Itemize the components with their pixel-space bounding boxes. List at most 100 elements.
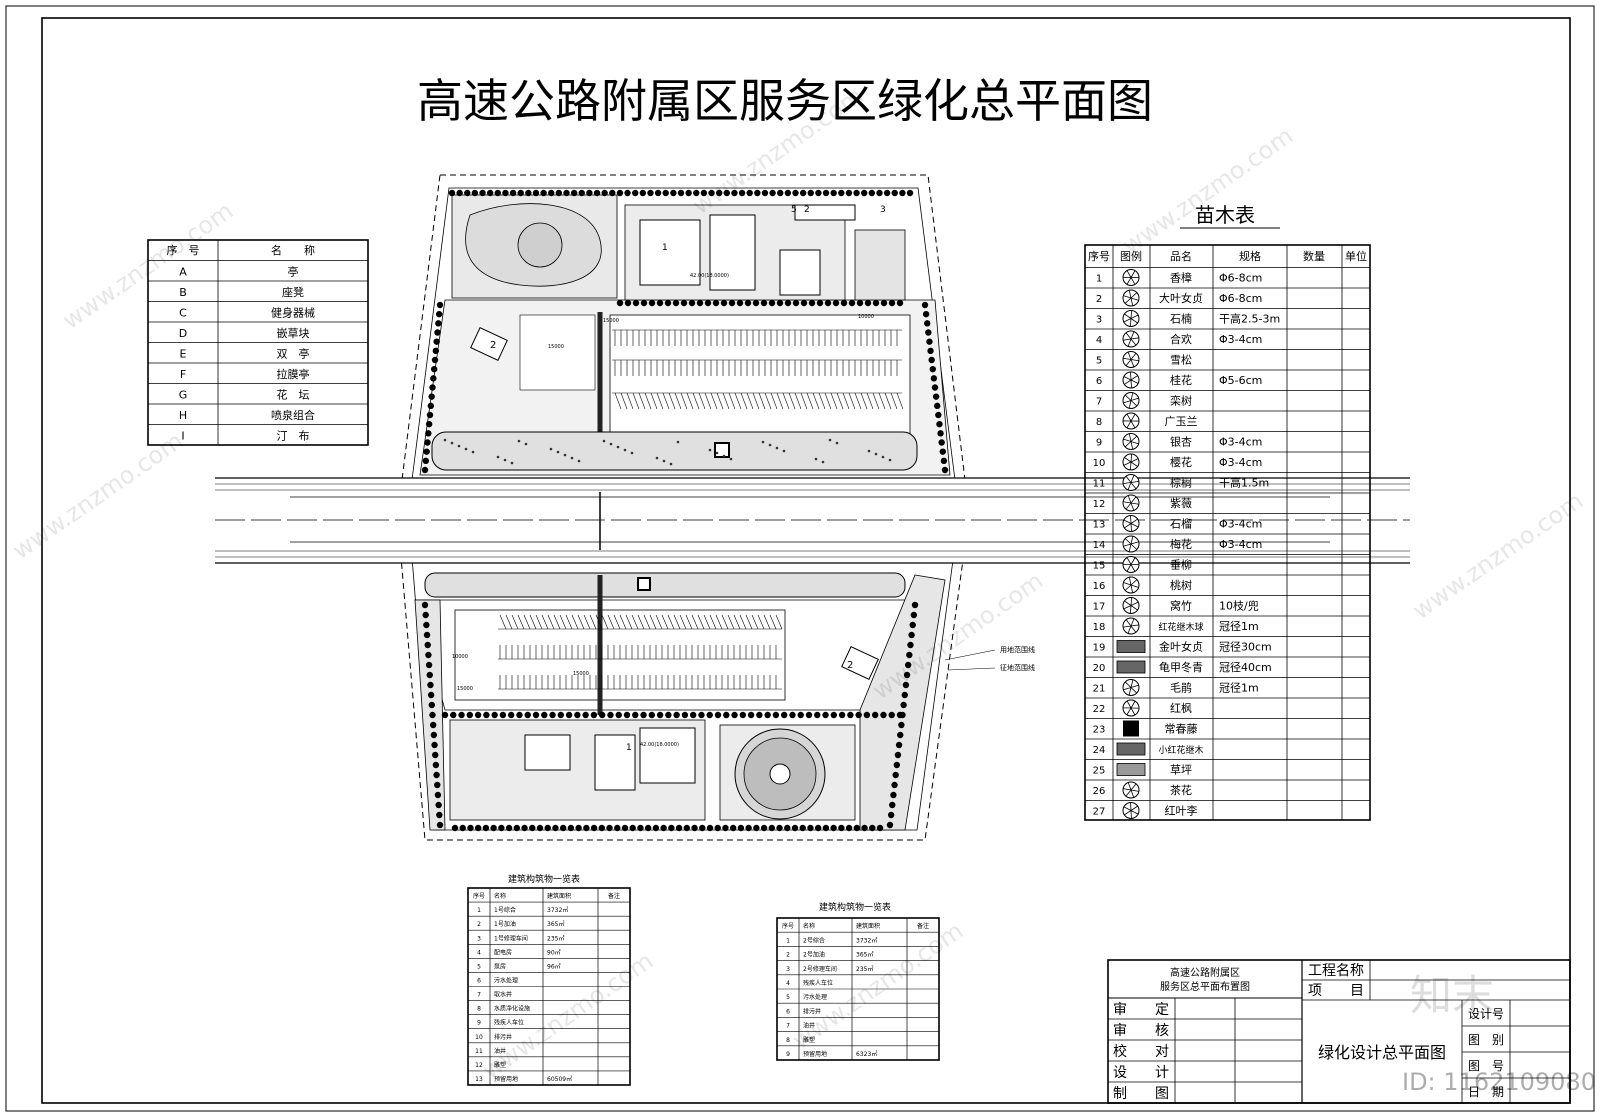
plant-spec: 干高2.5-3m: [1219, 312, 1280, 326]
building-table-header: 备注: [917, 922, 929, 930]
project-label: 项 目: [1308, 983, 1364, 999]
plant-row-no: 11: [1093, 479, 1106, 490]
plant-row-no: 21: [1093, 684, 1106, 695]
drawing-name-line1: 高速公路附属区: [1170, 966, 1240, 979]
facility-name: 座凳: [282, 285, 304, 299]
id-label: ID: 1162109080: [1402, 1068, 1596, 1096]
plant-symbol-icon: [1122, 699, 1140, 717]
building-row-no: 3: [477, 935, 481, 942]
plant-row-no: 23: [1093, 725, 1106, 736]
plant-row-no: 24: [1093, 745, 1106, 756]
plant-header: 序号: [1088, 249, 1110, 263]
side-label-category: 图 别: [1468, 1033, 1504, 1047]
plant-symbol-icon: [1116, 660, 1146, 674]
building-table-header: 序号: [473, 892, 485, 900]
plant-spec: Φ6-8cm: [1219, 272, 1262, 285]
plant-name: 茶花: [1170, 784, 1192, 797]
building-row-no: 6: [477, 978, 481, 985]
plant-symbol-icon: [1122, 412, 1140, 430]
building-table-header: 序号: [782, 922, 794, 930]
building-table-header: 备注: [608, 892, 620, 900]
outer-frame: [5, 5, 1595, 1112]
plant-spec: 10枝/兜: [1219, 599, 1259, 613]
plant-header: 图例: [1120, 249, 1142, 263]
building-row-name: 残疾人车位: [494, 1019, 524, 1027]
facility-name: 亭: [288, 265, 299, 279]
building-table-left-title: 建筑构筑物一览表: [508, 873, 580, 885]
plant-name: 红枫: [1170, 701, 1192, 715]
building-row-area: 365㎡: [547, 920, 564, 928]
building-row-area: 235㎡: [856, 965, 873, 973]
title-block: [1107, 959, 1571, 1104]
plant-symbol-icon: [1122, 781, 1140, 799]
facility-code: G: [179, 389, 188, 402]
building-row-area: 365㎡: [856, 951, 873, 959]
plant-symbol-icon: [1122, 515, 1140, 532]
building-row-area: 6323㎡: [856, 1050, 877, 1058]
plant-name: 雪松: [1170, 353, 1192, 367]
plant-name: 桃树: [1170, 578, 1192, 592]
plant-row-no: 2: [1096, 294, 1102, 305]
plant-table-title: 苗木表: [1195, 203, 1255, 227]
building-table-right-title: 建筑构筑物一览表: [819, 901, 891, 913]
building-row-name: 2号修理车间: [803, 965, 837, 973]
dim-label: 15000: [457, 686, 473, 692]
role-approve: 审 定: [1113, 1002, 1169, 1018]
building-row-area: 60509㎡: [547, 1075, 572, 1083]
building-row-area: 96㎡: [547, 962, 561, 970]
building-row-name: 预留用地: [803, 1050, 827, 1058]
plant-symbol-icon: [1122, 679, 1140, 696]
plant-spec: Φ3-4cm: [1219, 333, 1262, 346]
building-number: 1: [662, 243, 668, 253]
plant-row-no: 12: [1093, 499, 1106, 510]
facility-header-no: 序 号: [167, 243, 200, 257]
elevation-label: 42.00(18.0000): [690, 273, 729, 279]
plant-name: 石榴: [1170, 517, 1192, 531]
building-row-no: 7: [477, 992, 481, 999]
facility-code: F: [180, 368, 186, 381]
inner-frame: [41, 17, 1571, 1104]
building-row-name: 泵房: [494, 962, 506, 970]
building-row-name: 预留用地: [494, 1075, 518, 1083]
plant-name: 草坪: [1170, 764, 1192, 777]
plant-header: 规格: [1239, 249, 1261, 263]
role-review: 审 核: [1113, 1023, 1169, 1039]
building-row-name: 配电房: [494, 948, 512, 956]
plant-row-no: 3: [1096, 315, 1102, 326]
plant-symbol-icon: [1122, 535, 1140, 553]
building-row-no: 2: [477, 921, 481, 928]
plant-symbol-icon: [1122, 474, 1140, 491]
building-number: 1: [626, 743, 632, 753]
plant-row-no: 5: [1096, 356, 1102, 367]
plant-row-no: 9: [1096, 438, 1102, 449]
plant-name: 香樟: [1170, 271, 1192, 285]
plant-name: 红花继木球: [1158, 621, 1203, 633]
building-row-no: 13: [475, 1076, 483, 1083]
building-row-name: 雕塑: [803, 1036, 815, 1044]
building-table-header: 建筑面积: [856, 922, 880, 930]
building-row-name: 油井: [494, 1047, 506, 1055]
plant-name: 金叶女贞: [1159, 640, 1203, 654]
plant-symbol-icon: [1122, 556, 1140, 573]
plant-symbol-icon: [1122, 433, 1140, 450]
plant-spec: 冠径40cm: [1219, 661, 1272, 674]
building-table-header: 名称: [803, 922, 815, 930]
dim-label: 15000: [603, 318, 619, 324]
building-row-name: 污水处理: [494, 977, 518, 985]
building-row-no: 4: [477, 949, 481, 956]
role-check: 校 对: [1113, 1043, 1169, 1060]
building-row-no: 10: [475, 1034, 483, 1041]
building-number: 3: [880, 205, 886, 215]
plant-name: 银杏: [1170, 435, 1192, 449]
building-row-no: 1: [786, 937, 790, 944]
building-number: 5: [791, 205, 797, 215]
drawing-name-line2: 服务区总平面布置图: [1160, 980, 1250, 993]
facility-name: 喷泉组合: [271, 408, 315, 422]
plant-name: 小红花继木: [1158, 744, 1203, 756]
plant-row-no: 26: [1093, 786, 1106, 797]
facility-name: 嵌草块: [277, 327, 310, 340]
project-name-label: 工程名称: [1308, 963, 1364, 979]
